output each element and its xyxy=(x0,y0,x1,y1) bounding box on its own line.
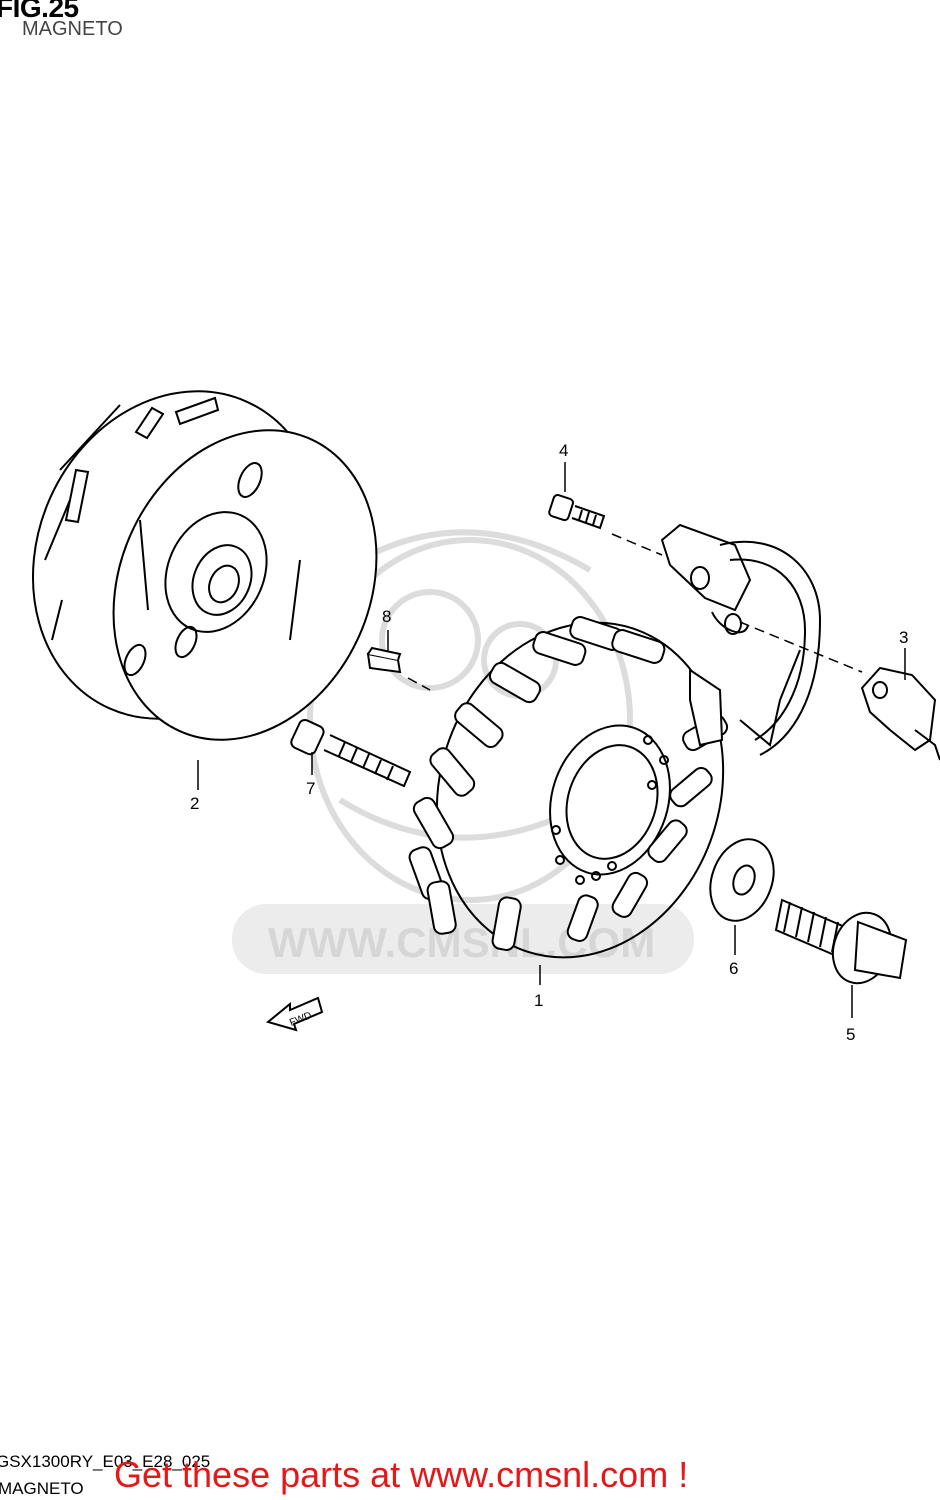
bolt-part-7 xyxy=(290,718,412,788)
rotor-part-2 xyxy=(31,390,378,741)
washer-part-6 xyxy=(709,838,775,922)
watermark-text: WWW.CMSNL.COM xyxy=(268,919,655,966)
assembly-lines xyxy=(407,533,863,691)
figure-title: FIG.25 xyxy=(0,0,79,23)
callout-6: 6 xyxy=(729,959,738,978)
parts-link-banner[interactable]: Get these parts at www.cmsnl.com ! xyxy=(114,1454,689,1495)
flange-bolt-part-5 xyxy=(774,898,908,985)
watermark-logo xyxy=(307,529,633,903)
model-code: GSX1300RY_E03_E28_025 xyxy=(0,1452,211,1471)
key-part-8 xyxy=(366,646,402,674)
exploded-parts-diagram: WWW.CMSNL.COM xyxy=(31,390,940,1044)
pickup-coil-part-3 xyxy=(660,523,940,761)
callout-4: 4 xyxy=(559,441,568,460)
figure-subtitle: MAGNETO xyxy=(22,18,123,40)
forward-direction-arrow: FWD xyxy=(265,996,324,1032)
callout-7: 7 xyxy=(306,779,315,798)
section-name: MAGNETO xyxy=(0,1479,84,1498)
screw-part-4 xyxy=(548,494,606,530)
callout-2: 2 xyxy=(190,794,199,813)
callout-3: 3 xyxy=(899,628,908,647)
callout-8: 8 xyxy=(382,607,391,626)
stator-part-1 xyxy=(408,616,801,959)
leader-lines xyxy=(197,462,906,1018)
callout-1: 1 xyxy=(534,991,543,1010)
callout-5: 5 xyxy=(846,1025,855,1044)
